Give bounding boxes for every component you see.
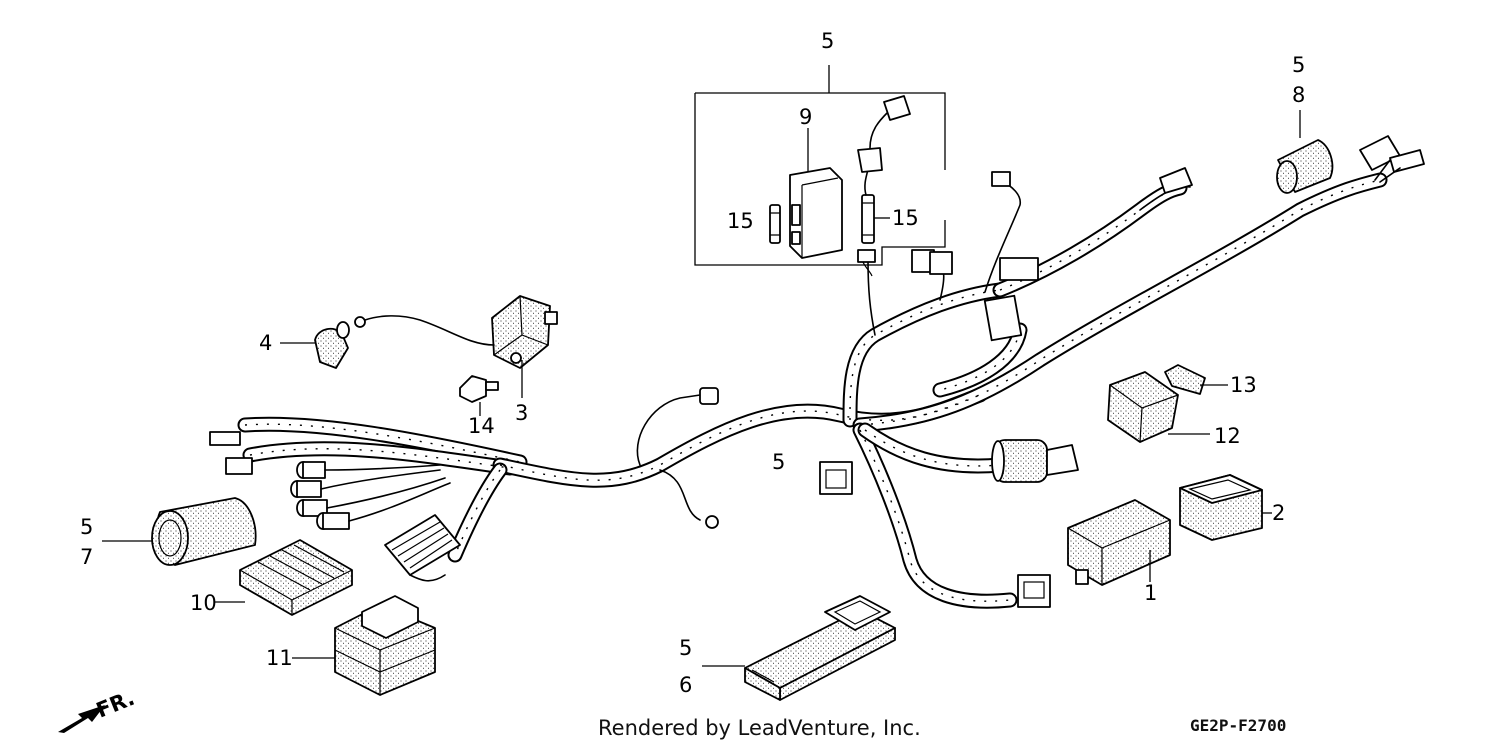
callout-harness-tube-6: 6 <box>679 673 692 697</box>
callout-fuse-box-9: 9 <box>799 105 812 129</box>
rubber-boot-left <box>102 497 257 566</box>
callout-ignition-coil-3: 3 <box>515 401 528 425</box>
callout-right-cap-5: 5 <box>1292 53 1305 77</box>
flange-bolt <box>459 375 499 416</box>
callout-numbers: 5 9 15 15 5 8 4 3 14 5 13 12 2 5 7 10 11… <box>80 29 1305 697</box>
fuse-right <box>857 95 911 277</box>
relay <box>1107 371 1210 443</box>
fuse-box-cover <box>292 595 436 696</box>
callout-right-cap-8: 8 <box>1292 83 1305 107</box>
callout-fuse-right-15: 15 <box>892 206 919 230</box>
callout-connector-boot-2: 2 <box>1272 501 1285 525</box>
callout-fuse-left-15: 15 <box>727 209 754 233</box>
control-unit <box>1067 499 1171 586</box>
fuse-block <box>215 539 353 616</box>
callout-fuse-box-cover-11: 11 <box>266 646 293 670</box>
callout-control-unit-1: 1 <box>1144 581 1157 605</box>
rubber-cap-right <box>1276 110 1334 194</box>
callout-rubber-boot-7: 7 <box>80 545 93 569</box>
ignition-coil <box>354 295 558 398</box>
fuse-box-assembly-frame <box>694 65 946 266</box>
front-arrow-label: FR. <box>93 686 138 723</box>
front-direction-arrow: FR. <box>58 686 138 733</box>
callout-top-box-5: 5 <box>821 29 834 53</box>
credit-text: Rendered by LeadVenture, Inc. <box>598 716 921 740</box>
callout-relay-bracket-13: 13 <box>1230 373 1257 397</box>
relay-bracket <box>1164 364 1228 395</box>
fuse-left <box>769 204 781 244</box>
callout-fuse-block-10: 10 <box>190 591 217 615</box>
connector-boot <box>1179 474 1272 541</box>
spark-plug-cap <box>280 321 350 369</box>
callout-harness-tube-5: 5 <box>679 636 692 660</box>
harness-tube <box>702 595 896 701</box>
callout-spark-plug-cap-4: 4 <box>259 331 272 355</box>
fuse-box <box>789 128 843 259</box>
drawing-code: GE2P-F2700 <box>1190 716 1287 735</box>
harness-connectors <box>209 135 1425 608</box>
callout-flange-bolt-14: 14 <box>468 414 495 438</box>
callout-harness-5: 5 <box>772 450 785 474</box>
callout-relay-12: 12 <box>1214 424 1241 448</box>
callout-rubber-boot-5: 5 <box>80 515 93 539</box>
